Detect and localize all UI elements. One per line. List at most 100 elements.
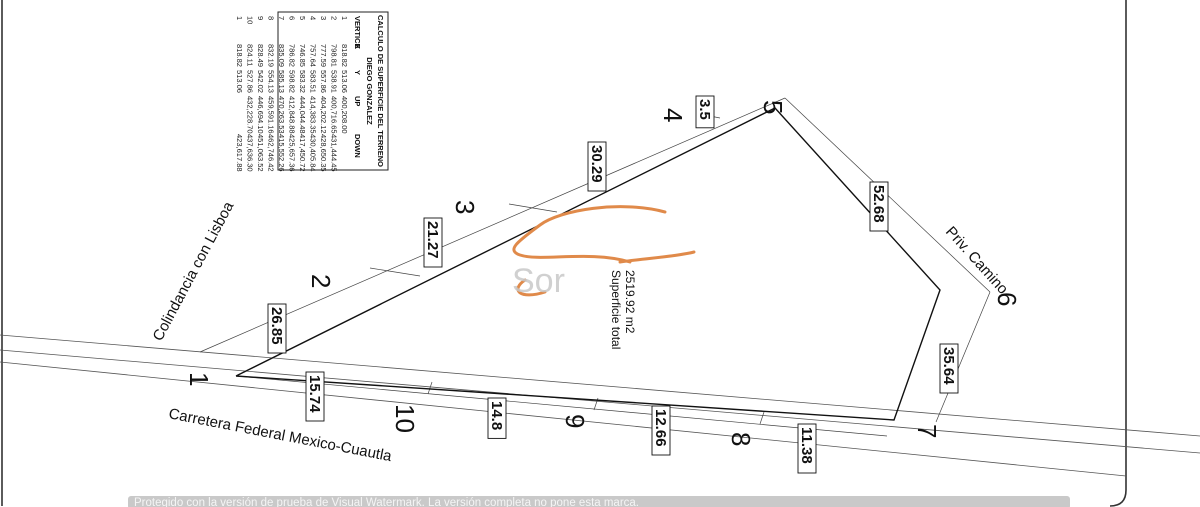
table-cell: 5 bbox=[298, 16, 307, 20]
table-cell: 513.06 bbox=[340, 70, 349, 93]
table-cell: 832.19 bbox=[267, 44, 276, 67]
area-annotation: Superficie total 2519.92 m2 bbox=[609, 270, 637, 349]
table-cell: 446,694.10 bbox=[256, 96, 265, 134]
vertex-label-10: 10 bbox=[390, 404, 420, 433]
table-cell: 557.86 bbox=[319, 70, 328, 93]
table-cell: 746.85 bbox=[298, 44, 307, 67]
table-cell: 598.82 bbox=[288, 70, 297, 93]
table-cell: 818.82 bbox=[235, 44, 244, 67]
dimension-value: 11.38 bbox=[798, 427, 815, 464]
table-cell: 8 bbox=[267, 16, 276, 20]
table-cell: 404,202.12 bbox=[319, 96, 328, 134]
vertex-label-6: 6 bbox=[992, 292, 1022, 306]
table-cell: 430,405.84 bbox=[309, 134, 318, 172]
table-cell: 1 bbox=[235, 16, 244, 20]
vertex-label-3: 3 bbox=[450, 200, 480, 214]
vertex-label-4: 4 bbox=[658, 108, 688, 122]
table-title: CALCULO DE SUPERFICIE DEL TERRENO bbox=[376, 15, 385, 167]
table-cell: 7 bbox=[277, 16, 286, 20]
table-cell: 818.82 bbox=[340, 44, 349, 67]
vertex-label-1: 1 bbox=[184, 372, 214, 386]
vertex-label-2: 2 bbox=[306, 274, 336, 288]
road-edge-bottom bbox=[0, 361, 1127, 477]
dimension-value: 26.85 bbox=[268, 307, 285, 345]
vertex-label-8: 8 bbox=[726, 432, 756, 446]
dimension-value: 30.29 bbox=[588, 145, 605, 183]
table-header-cell: Y bbox=[353, 70, 362, 75]
vertex-label-9: 9 bbox=[560, 414, 590, 428]
table-cell: 9 bbox=[256, 16, 265, 20]
area-value: 2519.92 m2 bbox=[623, 270, 637, 334]
watermark-text: Protegido con la versión de prueba de Vi… bbox=[134, 497, 639, 507]
dimension-line-top bbox=[199, 97, 786, 353]
table-cell: 431,444.45 bbox=[330, 134, 339, 172]
logo-text: Sor bbox=[512, 262, 565, 300]
watermark-bar: Protegido con la versión de prueba de Vi… bbox=[128, 496, 1070, 507]
dimension-value: 52.68 bbox=[870, 185, 887, 223]
table-row: 1 818.82 513.06 400,208.00 bbox=[340, 16, 349, 134]
dimension-box bbox=[939, 343, 959, 394]
dimension-box bbox=[869, 181, 889, 232]
table-cell: 3 bbox=[319, 16, 328, 20]
dimension-box bbox=[695, 95, 715, 129]
table-cell: 527.86 bbox=[246, 70, 255, 93]
logo-stroke-1 bbox=[512, 205, 667, 264]
table-cell: 437,636.30 bbox=[246, 134, 255, 172]
dimension-line-bottom bbox=[235, 375, 888, 437]
table-cell: 1 bbox=[340, 16, 349, 20]
table-cell: 428,650.35 bbox=[319, 134, 328, 172]
lot-boundary bbox=[235, 107, 941, 421]
table-cell: 425,657.36 bbox=[288, 134, 297, 172]
highway-label: Carretera Federal Mexico-Cuautla bbox=[167, 405, 393, 465]
dimension-label-d3-4: 30.29 bbox=[587, 141, 607, 192]
table-cell: 417,450.72 bbox=[298, 134, 307, 172]
vertex-label-7: 7 bbox=[912, 424, 942, 438]
dimension-box bbox=[651, 405, 671, 456]
dimension-label-d1-2: 26.85 bbox=[267, 303, 287, 354]
table-cell: 462,746.42 bbox=[267, 134, 276, 172]
dimension-label-d5-6: 52.68 bbox=[869, 181, 889, 232]
table-cell: 828.49 bbox=[256, 44, 265, 67]
dimension-box bbox=[587, 141, 607, 192]
table-cell: 542.02 bbox=[256, 70, 265, 93]
soriano-logo: Sor bbox=[512, 205, 696, 300]
table-cell: 6 bbox=[288, 16, 297, 20]
logo-stroke-2 bbox=[516, 250, 696, 297]
table-cell: 513.06 bbox=[235, 70, 244, 93]
dimension-box bbox=[487, 397, 507, 439]
offset-tick-8 bbox=[759, 411, 765, 425]
dimension-label-d6-7: 35.64 bbox=[939, 343, 959, 394]
street-label-right: Priv. Camino bbox=[942, 223, 1011, 297]
table-cell: 786.82 bbox=[288, 44, 297, 67]
dimension-value: 15.74 bbox=[306, 375, 323, 413]
offset-tick-3 bbox=[508, 203, 558, 213]
table-cell: 583.51 bbox=[309, 70, 318, 93]
table-cell: 777.59 bbox=[319, 44, 328, 67]
table-cell: 835.09 bbox=[277, 44, 286, 67]
vertex-label-5: 5 bbox=[758, 100, 788, 114]
table-cell: 400,208.00 bbox=[340, 96, 349, 134]
table-cell: 423,617.88 bbox=[235, 134, 244, 172]
table-cell: 583.32 bbox=[298, 70, 307, 93]
table-cell: 824.11 bbox=[246, 44, 255, 66]
dimension-value: 12.66 bbox=[652, 409, 669, 447]
table-header-cell: DOWN bbox=[353, 134, 362, 158]
vertex-labels: 1 2 3 4 5 6 7 8 9 10 bbox=[184, 100, 1022, 446]
road-edge-mid bbox=[0, 349, 1200, 454]
dimension-label-d9-10: 14.8 bbox=[487, 397, 507, 439]
dimension-label-d8-9: 12.66 bbox=[651, 405, 671, 456]
table-cell: 400,716.65 bbox=[330, 96, 339, 134]
table-header-cell: VERTICE bbox=[353, 16, 362, 49]
table-cell: 432,228.70 bbox=[246, 96, 255, 134]
dimension-label-d7-8: 11.38 bbox=[797, 423, 817, 474]
table-cell: 798.81 bbox=[330, 44, 339, 67]
